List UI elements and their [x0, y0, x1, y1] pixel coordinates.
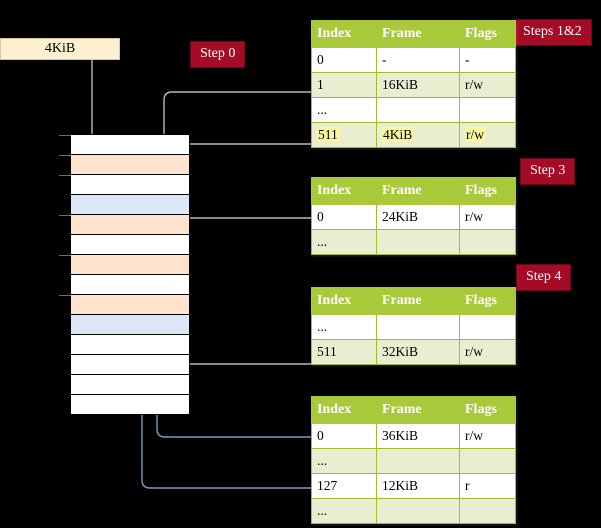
badge-steps-1-2: Steps 1&2 — [513, 19, 592, 46]
cell-frame — [376, 229, 460, 255]
table-row: ... — [311, 448, 516, 474]
badge-step-4-label: Step 4 — [526, 269, 562, 284]
cell-frame: 16KiB — [376, 72, 460, 98]
column-header-frame: Frame — [376, 287, 460, 315]
table-row: 511 4KiB r/w — [311, 122, 516, 148]
cell-frame — [376, 97, 460, 123]
memory-frame-row — [71, 275, 189, 295]
memory-frame-row — [71, 335, 189, 355]
frame-size-box: 4KiB — [0, 38, 120, 60]
cell-frame: - — [376, 47, 460, 73]
cell-index: 511 — [311, 339, 377, 365]
cell-index: 1 — [311, 72, 377, 98]
column-header-index: Index — [311, 396, 377, 424]
memory-frame-row — [71, 255, 189, 275]
column-header-index: Index — [311, 177, 377, 205]
cell-frame: 24KiB — [376, 204, 460, 230]
cell-flags: r — [459, 473, 516, 499]
cell-index: ... — [311, 498, 377, 524]
memory-tick — [59, 215, 71, 216]
memory-frame-row — [71, 375, 189, 395]
column-header-flags: Flags — [459, 20, 516, 48]
cell-flags — [459, 229, 516, 255]
memory-frame-row — [71, 295, 189, 315]
table-row: ... — [311, 498, 516, 524]
memory-frame-row — [71, 315, 189, 335]
cell-flags: r/w — [459, 72, 516, 98]
column-header-frame: Frame — [376, 396, 460, 424]
cell-highlight: 511 — [317, 126, 339, 142]
physical-memory-column — [59, 134, 190, 415]
memory-frame-row — [71, 235, 189, 255]
cell-index: ... — [311, 97, 377, 123]
cell-flags: r/w — [459, 122, 516, 148]
memory-frame-row — [71, 215, 189, 235]
cell-flags: r/w — [459, 204, 516, 230]
cell-index: ... — [311, 448, 377, 474]
cell-index: 127 — [311, 473, 377, 499]
cell-index: 0 — [311, 204, 377, 230]
badge-step-0-label: Step 0 — [200, 46, 236, 61]
cell-frame: 4KiB — [376, 122, 460, 148]
memory-tick — [59, 255, 71, 256]
memory-tick — [59, 155, 71, 156]
column-header-frame: Frame — [376, 20, 460, 48]
cell-frame: 32KiB — [376, 339, 460, 365]
cell-highlight: r/w — [465, 126, 485, 142]
column-header-flags: Flags — [459, 396, 516, 424]
cell-flags: r/w — [459, 339, 516, 365]
frame-size-label: 4KiB — [44, 41, 76, 56]
cell-frame — [376, 314, 460, 340]
cell-flags: - — [459, 47, 516, 73]
table-row: ... — [311, 229, 516, 255]
cell-index: 511 — [311, 122, 377, 148]
cell-index: 0 — [311, 47, 377, 73]
memory-tick — [59, 295, 71, 296]
memory-frame-row — [71, 135, 189, 155]
table-row: 0-- — [311, 47, 516, 73]
cell-highlight: 4KiB — [382, 126, 414, 142]
cell-flags — [459, 97, 516, 123]
memory-frame-row — [71, 155, 189, 175]
cell-index: ... — [311, 229, 377, 255]
badge-step-3: Step 3 — [520, 158, 576, 185]
memory-frame-row — [71, 195, 189, 215]
cell-index: 0 — [311, 423, 377, 449]
cell-flags: r/w — [459, 423, 516, 449]
table-row: ... — [311, 314, 516, 340]
cell-frame — [376, 448, 460, 474]
badge-step-4: Step 4 — [516, 264, 572, 291]
cell-flags — [459, 314, 516, 340]
cell-index: ... — [311, 314, 377, 340]
memory-tick — [59, 175, 71, 176]
column-header-flags: Flags — [459, 177, 516, 205]
cell-frame: 12KiB — [376, 473, 460, 499]
memory-tick — [59, 135, 71, 136]
cell-frame: 36KiB — [376, 423, 460, 449]
memory-frame-row — [71, 395, 189, 415]
badge-step-0: Step 0 — [190, 41, 246, 68]
memory-frame-row — [71, 175, 189, 195]
cell-flags — [459, 498, 516, 524]
badge-step-3-label: Step 3 — [530, 163, 566, 178]
column-header-index: Index — [311, 20, 377, 48]
table-row: ... — [311, 97, 516, 123]
badge-steps-1-2-label: Steps 1&2 — [523, 24, 582, 39]
column-header-index: Index — [311, 287, 377, 315]
column-header-frame: Frame — [376, 177, 460, 205]
cell-flags — [459, 448, 516, 474]
column-header-flags: Flags — [459, 287, 516, 315]
memory-frame-row — [71, 355, 189, 375]
cell-frame — [376, 498, 460, 524]
